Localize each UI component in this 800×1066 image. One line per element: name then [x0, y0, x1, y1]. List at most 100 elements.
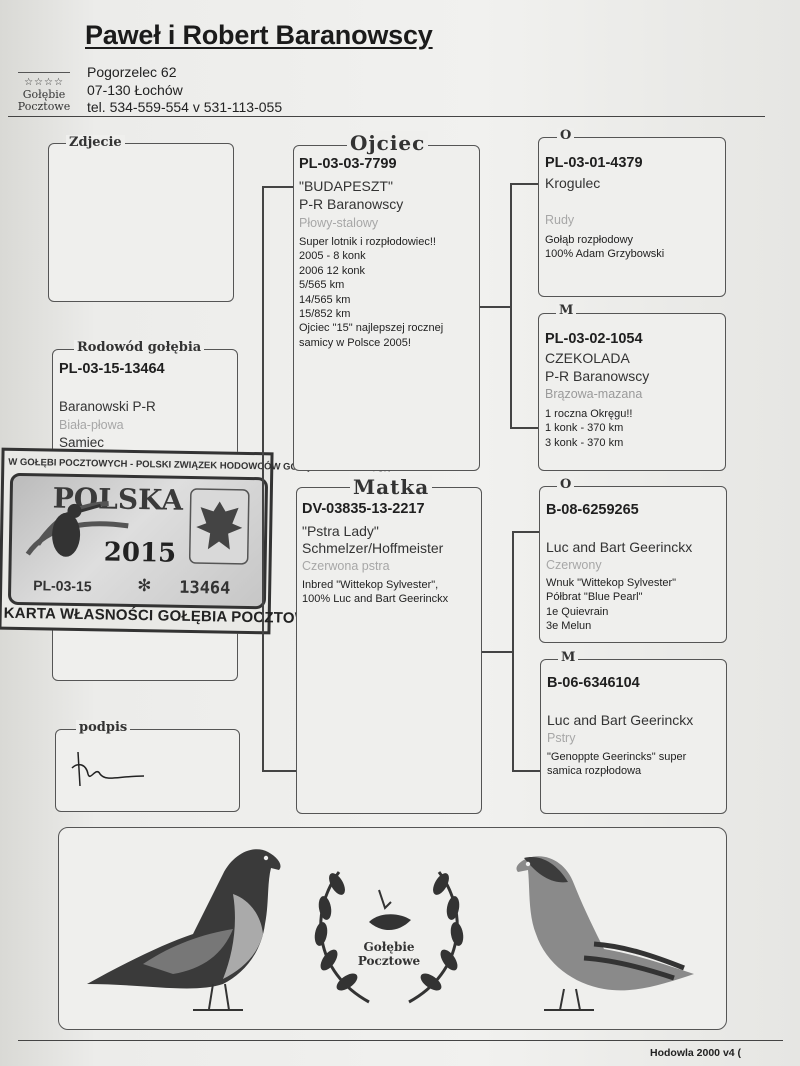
- father-breeder: P-R Baranowscy: [299, 196, 404, 212]
- main-color: Biała-płowa: [59, 418, 124, 432]
- address-line-2: 07-130 Łochów: [87, 82, 183, 98]
- wreath-line2: Pocztowe: [357, 954, 421, 968]
- father-box: PL-03-03-7799 "BUDAPESZT" P-R Baranowscy…: [293, 145, 480, 471]
- mother-box: DV-03835-13-2217 "Pstra Lady" Schmelzer/…: [296, 487, 482, 814]
- connector-father-vertical: [510, 183, 512, 428]
- header-rule: [8, 116, 765, 117]
- mother-ring: DV-03835-13-2217: [302, 501, 425, 517]
- father-name: "BUDAPESZT": [299, 178, 393, 194]
- connector-to-ff: [510, 183, 538, 185]
- mother-breeder: Schmelzer/Hoffmeister: [302, 540, 444, 556]
- wreath-text: Gołębie Pocztowe: [344, 940, 434, 968]
- connector-father-out: [480, 306, 510, 308]
- ff-name: Krogulec: [545, 175, 601, 191]
- ownership-card-stamp: W GOŁĘBI POCZTOWYCH - POLSKI ZWIĄZEK HOD…: [0, 447, 391, 635]
- connector-to-fm: [510, 427, 538, 429]
- mm-color: Pstry: [547, 731, 576, 745]
- eagle-emblem-icon: [188, 488, 250, 565]
- mf-notes: Wnuk "Wittekop Sylvester" Półbrat "Blue …: [546, 576, 724, 634]
- wreath-line1: Gołębie: [363, 940, 415, 954]
- stamp-year: 2015: [103, 537, 177, 569]
- ff-ring: PL-03-01-4379: [545, 155, 643, 171]
- connector-main-to-mother: [262, 770, 297, 772]
- mm-legend: M: [558, 650, 579, 665]
- father-note: samicy w Polsce 2005!: [299, 336, 411, 349]
- header-logo: ☆☆☆☆ Gołębie Pocztowe: [12, 72, 76, 113]
- mf-legend: O: [557, 477, 575, 492]
- maternal-grandfather-box: B-08-6259265 Luc and Bart Geerinckx Czer…: [539, 486, 727, 643]
- paternal-grandmother-box: PL-03-02-1054 CZEKOLADA P-R Baranowscy B…: [538, 313, 726, 471]
- breeder-title: Paweł i Robert Baranowscy: [85, 20, 433, 50]
- main-breeder: Baranowski P-R: [59, 399, 156, 414]
- fm-color: Brązowa-mazana: [545, 387, 643, 401]
- bird-emblem-icon: [25, 501, 129, 557]
- ff-legend: O: [557, 128, 575, 143]
- photo-legend: Zdjecie: [66, 135, 125, 150]
- header-logo-line1: Gołębie: [22, 88, 66, 101]
- fm-note: 1 roczna Okręgu!!: [545, 408, 633, 420]
- mother-color: Czerwona pstra: [302, 559, 390, 573]
- fm-notes: 1 roczna Okręgu!! 1 konk - 370 km 3 konk…: [545, 407, 723, 450]
- connector-main-vertical: [262, 186, 264, 770]
- stamp-region: PL-03-15: [33, 577, 92, 595]
- mother-name: "Pstra Lady": [302, 523, 379, 539]
- father-note: Super lotnik i rozpłodowiec!!: [299, 236, 436, 248]
- mother-legend: Matka: [350, 475, 433, 499]
- father-color: Płowy-stalowy: [299, 216, 379, 230]
- stamp-bottom-text: KARTA WŁASNOŚCI GOŁĘBIA POCZTOWEGO: [3, 604, 344, 628]
- pedigree-legend: Rodowód gołębia: [74, 340, 205, 355]
- father-note: Ojciec "15" najlepszej rocznej: [299, 322, 444, 335]
- father-ring: PL-03-03-7799: [299, 156, 397, 172]
- signature-scribble: [71, 751, 145, 787]
- address-line-1: Pogorzelec 62: [87, 64, 177, 80]
- fm-ring: PL-03-02-1054: [545, 331, 643, 347]
- mm-note: "Genoppte Geerincks" super: [547, 751, 687, 763]
- father-notes: Super lotnik i rozpłodowiec!! 2005 - 8 k…: [299, 235, 477, 350]
- left-pigeon-icon: [87, 849, 281, 1011]
- father-legend: Ojciec: [347, 131, 429, 155]
- pigeon-illustration-panel: Gołębie Pocztowe: [58, 827, 727, 1030]
- ff-color: Rudy: [545, 213, 575, 227]
- father-note: 14/565 km: [299, 293, 351, 306]
- ff-notes: Gołąb rozpłodowy 100% Adam Grzybowski: [545, 233, 723, 262]
- photo-box: [48, 143, 234, 302]
- mf-breeder: Luc and Bart Geerinckx: [546, 539, 693, 555]
- connector-mother-out: [482, 651, 512, 653]
- mf-note: Wnuk "Wittekop Sylvester": [546, 577, 677, 589]
- fm-legend: M: [556, 303, 577, 318]
- paternal-grandfather-box: PL-03-01-4379 Krogulec Rudy Gołąb rozpło…: [538, 137, 726, 297]
- mm-notes: "Genoppte Geerincks" super samica rozpło…: [547, 750, 725, 779]
- stamp-ring-card: POLSKA 2015 PL-03-15 ✻ 13464: [7, 472, 269, 610]
- father-note: 2005 - 8 konk: [299, 250, 366, 263]
- mf-note: 1e Quievrain: [546, 605, 609, 618]
- fm-note: 3 konk - 370 km: [545, 436, 624, 449]
- connector-to-mm: [512, 770, 540, 772]
- father-note: 15/852 km: [299, 308, 351, 321]
- connector-main-to-father: [262, 186, 293, 188]
- mf-note: Półbrat "Blue Pearl": [546, 591, 643, 604]
- main-sex: Samiec: [59, 435, 105, 450]
- father-note: 5/565 km: [299, 279, 345, 292]
- header-logo-line2: Pocztowe: [17, 100, 71, 113]
- footer-software: Hodowla 2000 v4 (: [650, 1047, 742, 1059]
- mother-note: 100% Luc and Bart Geerinckx: [302, 593, 449, 606]
- mm-breeder: Luc and Bart Geerinckx: [547, 712, 694, 728]
- footer-rule: [18, 1040, 783, 1041]
- mf-note: 3e Melun: [546, 620, 592, 633]
- connector-mother-vertical: [512, 531, 514, 771]
- laurel-wreath-icon: [314, 871, 464, 1004]
- signature-box: [55, 729, 240, 812]
- mf-ring: B-08-6259265: [546, 502, 639, 518]
- signature-legend: podpis: [76, 720, 131, 735]
- phone-line: tel. 534-559-554 v 531-113-055: [87, 99, 283, 115]
- mother-notes: Inbred "Wittekop Sylvester", 100% Luc an…: [302, 578, 480, 607]
- stamp-star-icon: ✻: [137, 576, 152, 596]
- header-logo-stars: ☆☆☆☆: [24, 77, 64, 88]
- fm-note: 1 konk - 370 km: [545, 422, 624, 435]
- ff-note: Gołąb rozpłodowy: [545, 234, 634, 246]
- wreath-logo: Gołębie Pocztowe: [299, 842, 479, 1017]
- connector-to-mf: [512, 531, 540, 533]
- fm-name: CZEKOLADA: [545, 350, 630, 366]
- father-note: 2006 12 konk: [299, 264, 366, 277]
